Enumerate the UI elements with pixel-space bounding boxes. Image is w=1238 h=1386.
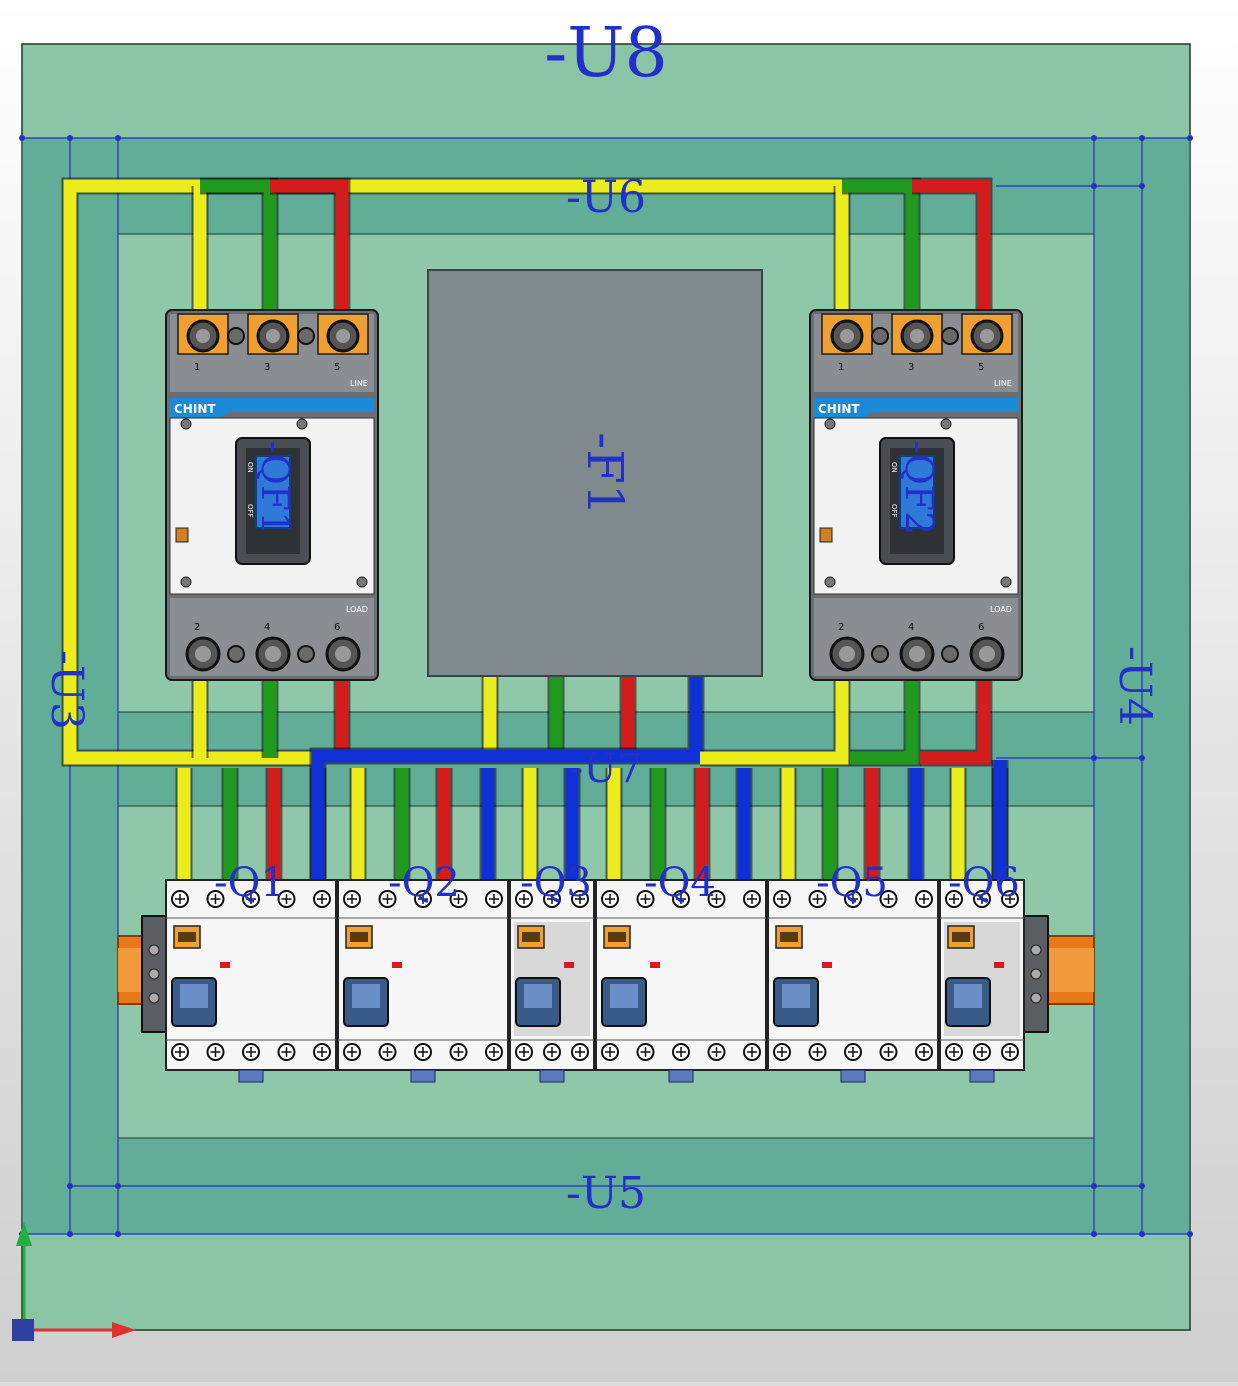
mccb-terminal-number-top: 3 [264, 362, 270, 373]
rcbo-indicator [822, 962, 832, 968]
mccb-terminal-number-bottom: 6 [334, 622, 340, 633]
mccb-terminal-number-top: 5 [334, 362, 340, 373]
label-u6: -U6 [566, 172, 646, 223]
label-q3: -Q3 [520, 860, 592, 906]
label-u8: -U8 [544, 14, 668, 93]
label-u7: -U7 [570, 746, 643, 792]
mccb-toggle-handle [899, 455, 935, 529]
mccb-brand: CHINT [818, 402, 860, 416]
mccb-face-screw-icon [824, 418, 836, 430]
rcbo-q2 [337, 879, 509, 1083]
mccb-terminal-number-bottom: 4 [908, 622, 914, 633]
label-q4: -Q4 [644, 860, 716, 906]
mccb-terminal-number-bottom: 6 [978, 622, 984, 633]
wire-qf2-out-l2 [850, 680, 919, 765]
mccb-on-label: ON [246, 462, 254, 473]
mccb-off-label: OFF [246, 504, 254, 518]
breaker-qf1: 1 2 3 4 5 6 LINE LOAD CHINT ON OFF [165, 309, 379, 681]
mccb-toggle-handle [255, 455, 291, 529]
label-u4: -U4 [1109, 646, 1160, 726]
rcbo-din-clip [668, 1069, 694, 1083]
mccb-indicator [819, 527, 833, 543]
breaker-qf2: 1 2 3 4 5 6 LINE LOAD CHINT ON OFF [809, 309, 1023, 681]
origin-marker [12, 1319, 34, 1341]
wire-qf2-out-l1 [700, 680, 849, 765]
wire-qf2-out-l3 [920, 680, 991, 765]
label-q6: -Q6 [948, 860, 1020, 906]
rcbo-din-clip [238, 1069, 264, 1083]
mccb-face-screw-icon [356, 576, 368, 588]
label-f1: -F1 [576, 432, 634, 515]
x-axis-arrow-icon [112, 1322, 136, 1338]
rcbo-indicator [392, 962, 402, 968]
rcbo-din-clip [539, 1069, 565, 1083]
mccb-terminal-number-top: 1 [838, 362, 844, 373]
wiring [61, 177, 1009, 880]
rcbo-body [595, 879, 767, 1071]
rcbo-body [767, 879, 939, 1071]
mccb-off-label: OFF [890, 504, 898, 518]
mccb-brand-strip [170, 398, 374, 418]
rcbo-q4 [595, 879, 767, 1083]
wire-qf2-l3 [912, 179, 991, 312]
mccb-load-label: LOAD [990, 605, 1012, 614]
mccb-terminal-number-bottom: 2 [838, 622, 844, 633]
rcbo-q3 [509, 879, 595, 1083]
mccb-line-label: LINE [994, 379, 1012, 388]
rcbo-din-clip [969, 1069, 995, 1083]
wire-qf1-l3 [270, 179, 349, 312]
mccb-face-screw-icon [296, 418, 308, 430]
rcbo-q1 [165, 879, 337, 1083]
y-axis-arrow-icon [16, 1222, 32, 1246]
label-u5: -U5 [566, 1168, 646, 1219]
mccb-face-screw-icon [1000, 576, 1012, 588]
rcbo-indicator [220, 962, 230, 968]
rcbo-indicator [564, 962, 574, 968]
mccb-terminal-number-top: 1 [194, 362, 200, 373]
label-q5: -Q5 [816, 860, 888, 906]
designation-labels: -U8 -U6 -U5 -U7 -U3 -U4 -F1 -QF1 -QF2 -Q… [41, 14, 1160, 1219]
rcbo-body [165, 879, 337, 1071]
rcbo-q6 [939, 879, 1025, 1083]
rcbo-din-clip [410, 1069, 436, 1083]
mccb-line-label: LINE [350, 379, 368, 388]
mccb-on-label: ON [890, 462, 898, 473]
mccb-face-screw-icon [940, 418, 952, 430]
mccb-face-screw-icon [180, 576, 192, 588]
label-q1: -Q1 [214, 860, 286, 906]
mccb-face-screw-icon [180, 418, 192, 430]
rcbo-body [337, 879, 509, 1071]
enclosure-f1 [427, 269, 763, 677]
label-u3: -U3 [41, 650, 92, 730]
mccb-load-label: LOAD [346, 605, 368, 614]
mccb-terminal-number-top: 5 [978, 362, 984, 373]
rcbo-q5 [767, 879, 939, 1083]
axis-gizmo [12, 1222, 136, 1341]
label-qf1: -QF1 [253, 441, 297, 536]
mccb-brand: CHINT [174, 402, 216, 416]
rcbo-indicator [994, 962, 1004, 968]
mccb-indicator [175, 527, 189, 543]
mccb-face-screw-icon [824, 576, 836, 588]
mccb-terminal-number-bottom: 2 [194, 622, 200, 633]
label-q2: -Q2 [388, 860, 460, 906]
label-qf2: -QF2 [897, 441, 941, 536]
mccb-brand-strip [814, 398, 1018, 418]
mccb-terminal-number-bottom: 4 [264, 622, 270, 633]
rcbo-din-clip [840, 1069, 866, 1083]
mccb-terminal-number-top: 3 [908, 362, 914, 373]
rcbo-indicator [650, 962, 660, 968]
